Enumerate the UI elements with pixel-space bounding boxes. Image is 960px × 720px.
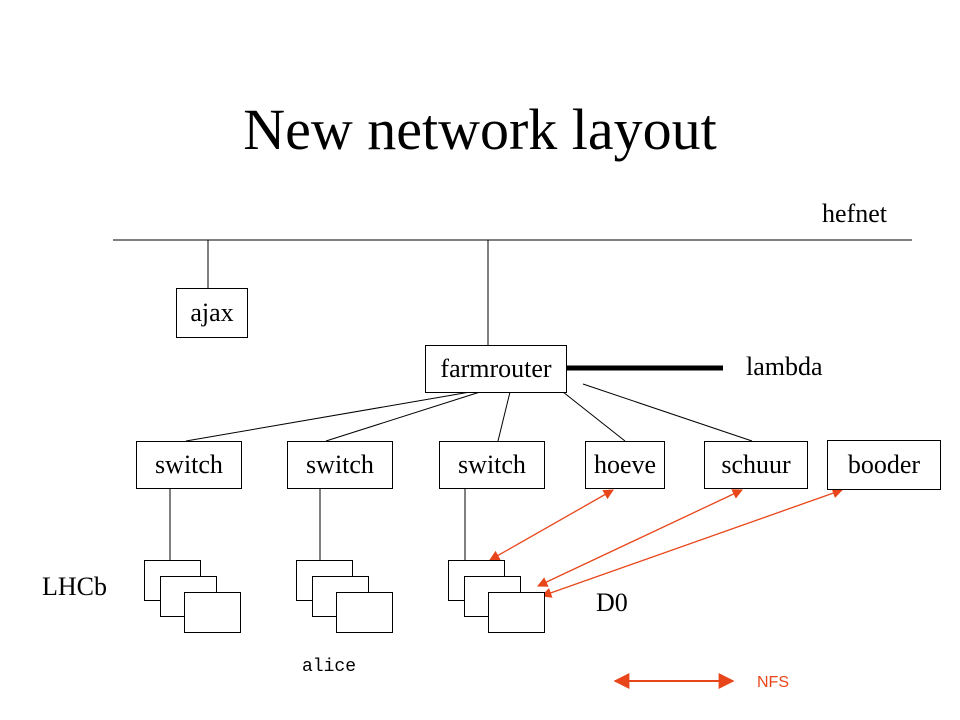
nfs-schuur-link	[537, 489, 743, 587]
nfs-legend-label: NFS	[757, 674, 789, 691]
lhcb-node	[184, 592, 241, 633]
alice-label: alice	[302, 657, 357, 677]
link-hoeve	[562, 391, 626, 442]
switch-box-3: switch	[439, 441, 545, 489]
farmrouter-box: farmrouter	[425, 345, 567, 393]
schuur-box: schuur	[704, 441, 808, 489]
link-switch2	[325, 391, 481, 442]
hefnet-label: hefnet	[822, 199, 887, 228]
nfs-hoeve-link	[489, 489, 614, 561]
d0-label: D0	[596, 588, 628, 617]
d0-node	[488, 592, 545, 633]
link-switch1	[185, 391, 471, 442]
link-switch3	[497, 391, 511, 442]
switch-box-2: switch	[287, 441, 393, 489]
page-title: New network layout	[243, 97, 717, 162]
hoeve-box: hoeve	[585, 441, 665, 489]
link-schuur	[582, 383, 753, 442]
ajax-box: ajax	[176, 288, 248, 338]
booder-box: booder	[827, 440, 941, 490]
nfs-booder-link	[541, 488, 843, 598]
alice-node	[336, 592, 393, 633]
lambda-label: lambda	[746, 352, 823, 381]
lhcb-label: LHCb	[42, 572, 107, 601]
switch-box-1: switch	[136, 441, 242, 489]
